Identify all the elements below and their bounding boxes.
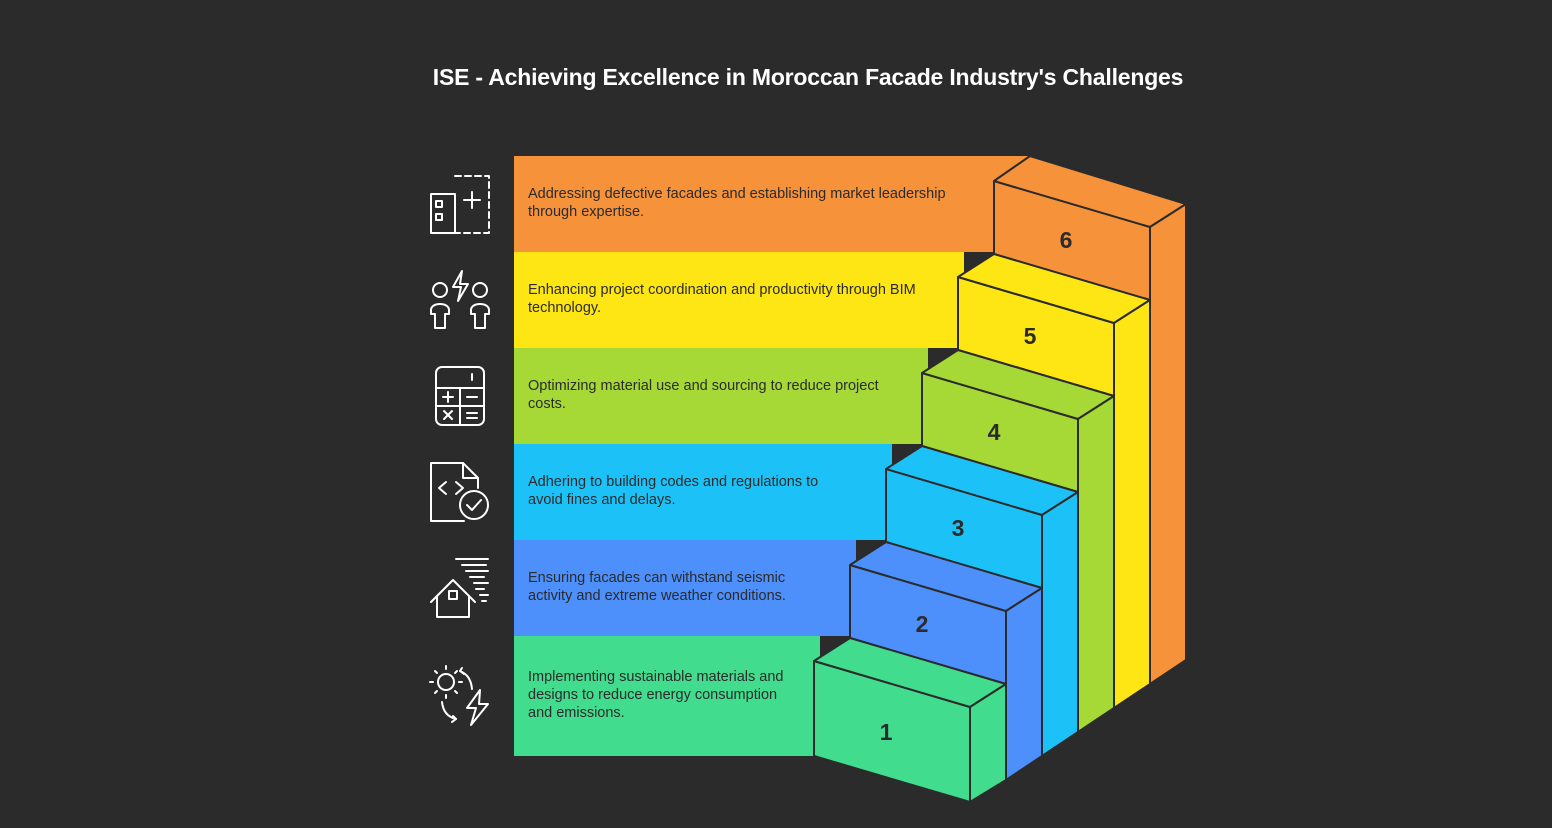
page-title: ISE - Achieving Excellence in Moroccan F… bbox=[432, 64, 1184, 90]
calculator-icon bbox=[430, 364, 490, 430]
band-step-2 bbox=[514, 540, 856, 636]
step-4-side bbox=[1077, 395, 1115, 733]
step-2-side bbox=[1005, 587, 1043, 781]
sun-energy-icon bbox=[426, 662, 494, 728]
step-5-text: Enhancing project coordination and produ… bbox=[528, 282, 916, 316]
step-2-text: Ensuring facades can withstand seismic a… bbox=[528, 570, 786, 604]
step-2-number: 2 bbox=[916, 611, 929, 637]
step-1-number: 1 bbox=[880, 719, 893, 745]
band-step-6 bbox=[514, 156, 1034, 252]
band-step-4 bbox=[514, 348, 928, 444]
step-4-number: 4 bbox=[988, 419, 1001, 445]
step-6-number: 6 bbox=[1060, 227, 1073, 253]
step-1-text: Implementing sustainable materials and d… bbox=[528, 669, 784, 721]
band-step-3 bbox=[514, 444, 892, 540]
step-4-text: Optimizing material use and sourcing to … bbox=[528, 378, 879, 412]
band-step-5 bbox=[514, 252, 964, 348]
code-file-check-icon bbox=[426, 460, 494, 526]
building-expansion-icon bbox=[426, 172, 494, 238]
step-6-text: Addressing defective facades and establi… bbox=[528, 186, 946, 220]
step-6-side bbox=[1149, 203, 1187, 685]
people-collaboration-icon bbox=[426, 268, 494, 334]
band-step-1 bbox=[514, 636, 820, 756]
step-3-text: Adhering to building codes and regulatio… bbox=[528, 474, 819, 508]
step-3-side bbox=[1041, 491, 1079, 757]
step-3-number: 3 bbox=[952, 515, 965, 541]
house-wind-icon bbox=[426, 556, 494, 622]
step-5-side bbox=[1113, 299, 1151, 709]
step-1-side bbox=[969, 683, 1007, 803]
step-5-number: 5 bbox=[1024, 323, 1037, 349]
